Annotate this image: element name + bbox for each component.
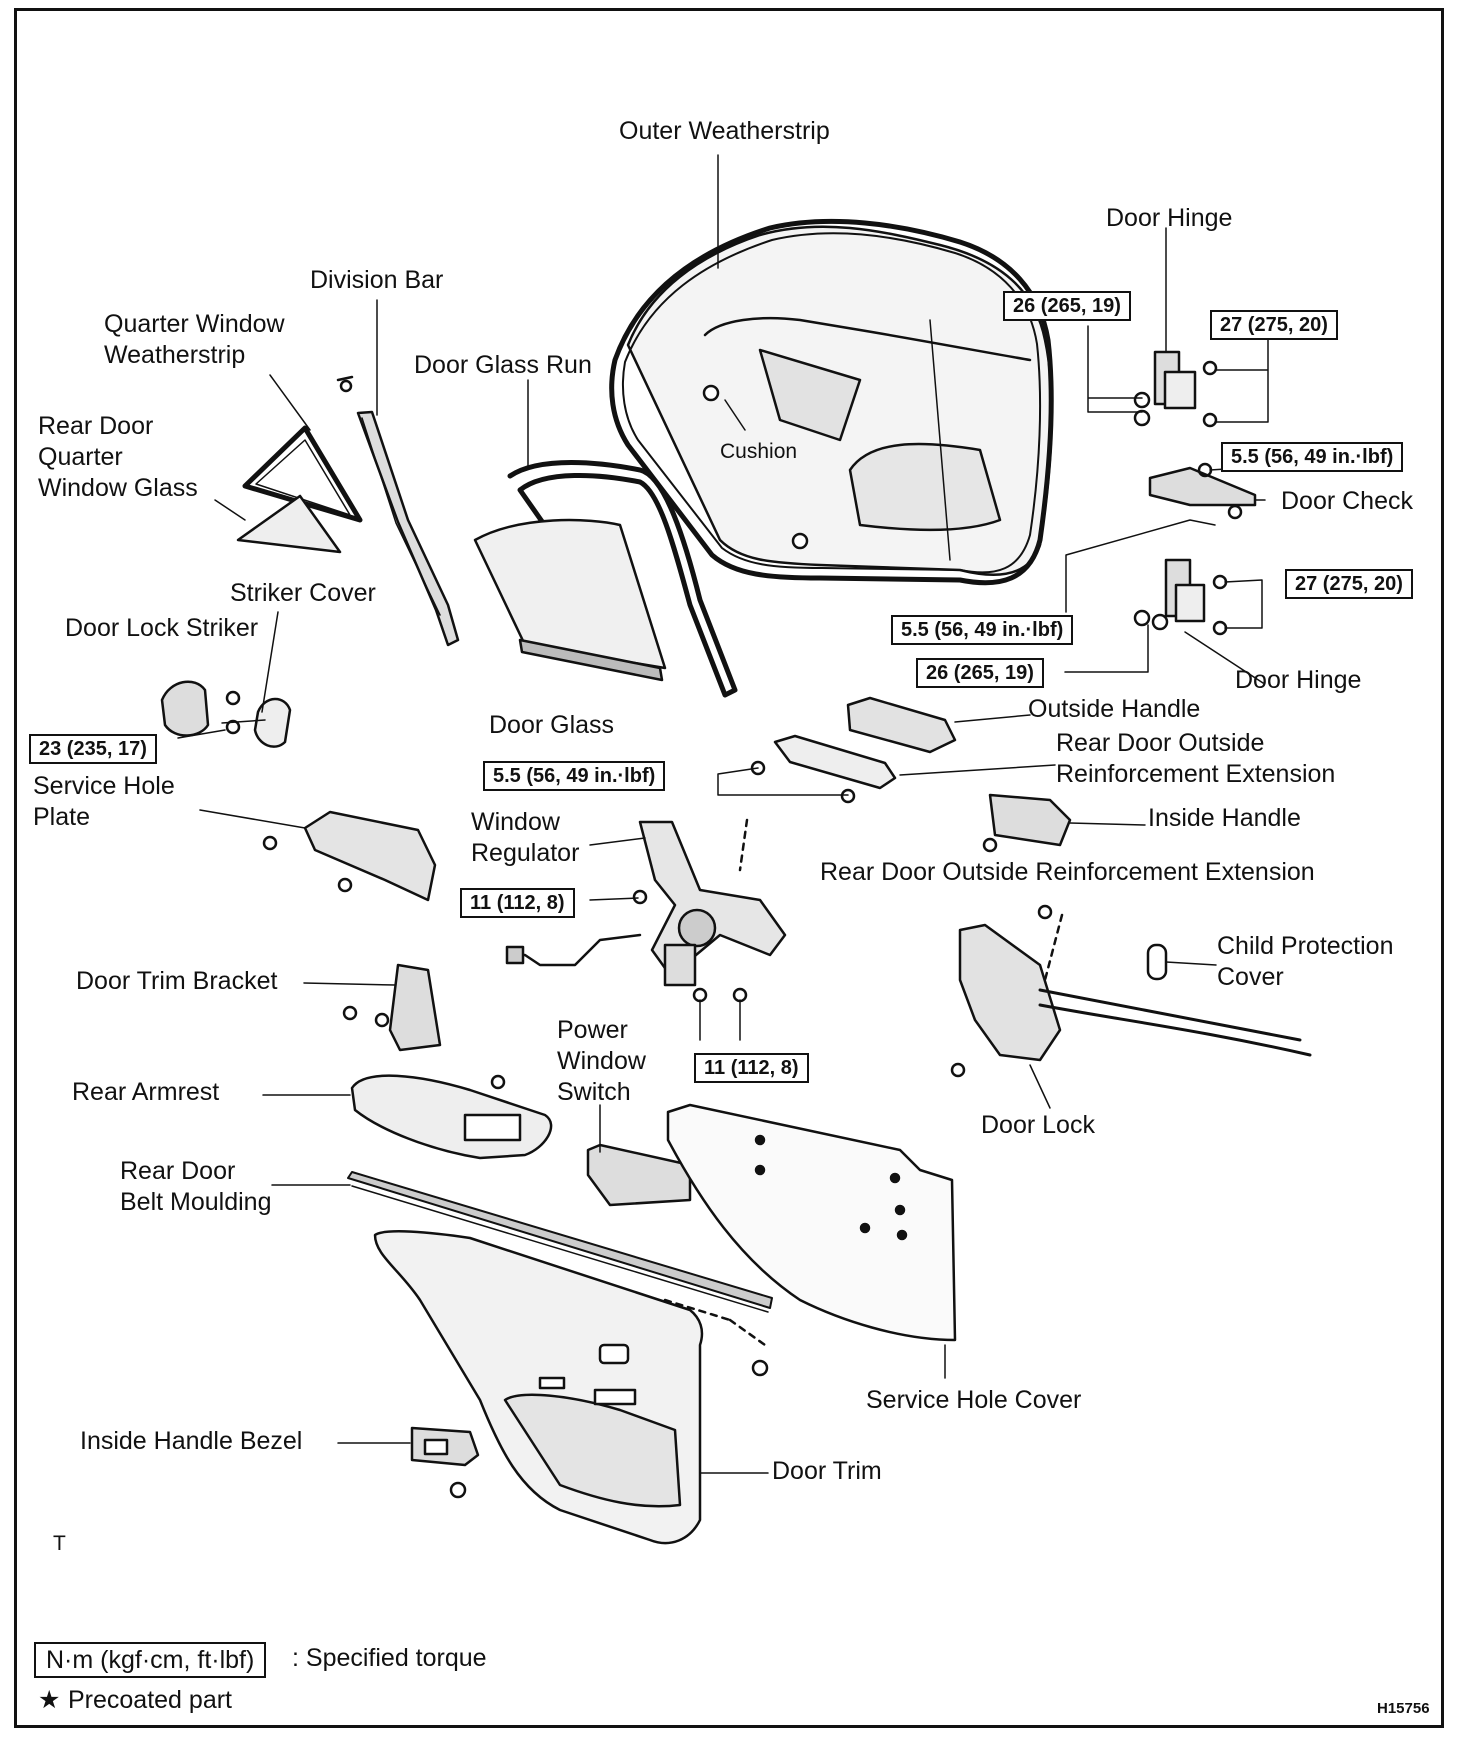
rear-door-belt-moulding-label: Rear Door Belt Moulding xyxy=(120,1157,272,1216)
door-check-label: Door Check xyxy=(1281,487,1413,515)
division-bar-drawing xyxy=(336,375,460,647)
door-lock-drawing xyxy=(950,904,1312,1078)
outside-handle-drawing xyxy=(846,696,957,754)
power-window-switch-label: Power Window Switch xyxy=(557,1016,646,1106)
torque-hinge-bottom-left: 26 (265, 19) xyxy=(916,658,1044,688)
leader-lines xyxy=(177,154,1269,1474)
inside-handle-label: Inside Handle xyxy=(1148,804,1301,832)
door-hinge-top-drawing xyxy=(1133,350,1218,428)
door-trim-bracket-label: Door Trim Bracket xyxy=(76,967,278,995)
door-lock-striker-label: Door Lock Striker xyxy=(65,614,259,642)
service-hole-cover-drawing xyxy=(666,1103,957,1342)
torque-regulator-left: 11 (112, 8) xyxy=(460,888,575,918)
door-trim-drawing xyxy=(373,1230,769,1545)
window-regulator-drawing xyxy=(505,818,787,1003)
torque-striker: 23 (235, 17) xyxy=(29,734,157,764)
child-protection-cover-drawing xyxy=(1146,943,1168,981)
service-hole-cover-label: Service Hole Cover xyxy=(866,1386,1082,1414)
outer-weatherstrip xyxy=(609,218,1054,586)
torque-hinge-bottom-right: 27 (275, 20) xyxy=(1285,569,1413,599)
outside-handle-label: Outside Handle xyxy=(1028,695,1201,723)
inside-handle-bezel-label: Inside Handle Bezel xyxy=(80,1427,303,1455)
rear-door-outside-reinforcement-extension-label-1: Rear Door Outside Reinforcement Extensio… xyxy=(1056,729,1336,788)
torque-regulator-bottom: 11 (112, 8) xyxy=(694,1053,809,1083)
door-lock-striker-drawing xyxy=(160,680,241,737)
outer-weatherstrip-label: Outer Weatherstrip xyxy=(619,117,830,145)
figure-code: H15756 xyxy=(1377,1700,1430,1717)
door-hinge-bottom-label: Door Hinge xyxy=(1235,666,1362,694)
door-hinge-bottom-drawing xyxy=(1133,558,1228,636)
striker-cover-label: Striker Cover xyxy=(230,579,376,607)
child-protection-cover-label: Child Protection Cover xyxy=(1217,932,1394,991)
rear-armrest-drawing xyxy=(350,1074,553,1160)
torque-outside-handle: 5.5 (56, 49 in.·lbf) xyxy=(483,761,666,791)
precoated-star-icon: ★ xyxy=(38,1686,61,1714)
door-glass-drawing xyxy=(473,518,667,682)
service-hole-plate-drawing xyxy=(262,810,437,902)
rear-door-outside-reinforcement-extension-drawing xyxy=(750,734,897,804)
door-trim-label: Door Trim xyxy=(772,1457,882,1485)
torque-hinge-top-left: 26 (265, 19) xyxy=(1003,291,1131,321)
inside-handle-bezel-drawing xyxy=(410,1426,480,1499)
window-regulator-label: Window Regulator xyxy=(471,808,580,867)
rear-door-quarter-window-glass-label: Rear Door Quarter Window Glass xyxy=(38,412,198,502)
inside-handle-drawing xyxy=(982,793,1072,853)
diagram-frame xyxy=(14,8,1444,1728)
division-bar-label: Division Bar xyxy=(310,266,444,294)
door-glass-label: Door Glass xyxy=(489,711,615,739)
torque-hinge-top-right: 27 (275, 20) xyxy=(1210,310,1338,340)
quarter-window-weatherstrip-label: Quarter Window Weatherstrip xyxy=(104,310,285,369)
door-lock-label: Door Lock xyxy=(981,1111,1095,1139)
legend-torque-unit-box: N·m (kgf·cm, ft·lbf) xyxy=(34,1642,267,1678)
rear-armrest-label: Rear Armrest xyxy=(72,1078,220,1106)
door-check-drawing xyxy=(1148,462,1257,520)
door-glass-run-drawing xyxy=(507,460,738,698)
legend-precoated-desc: Precoated part xyxy=(68,1686,232,1714)
cushion-lower xyxy=(791,532,809,550)
door-glass-run-label: Door Glass Run xyxy=(414,351,592,379)
door-shell xyxy=(626,225,1053,576)
torque-door-check: 5.5 (56, 49 in.·lbf) xyxy=(1221,442,1404,472)
striker-cover-drawing xyxy=(253,697,292,748)
service-hole-plate-label: Service Hole Plate xyxy=(33,772,175,831)
cushion-upper xyxy=(702,384,720,402)
cushion-label: Cushion xyxy=(720,440,798,463)
door-trim-bracket-drawing xyxy=(342,963,442,1052)
legend-torque-desc: : Specified torque xyxy=(292,1644,487,1672)
t-mark: T xyxy=(53,1532,66,1555)
rear-door-outside-reinforcement-extension-label-2: Rear Door Outside Reinforcement Extensio… xyxy=(820,858,1315,886)
door-hinge-top-label: Door Hinge xyxy=(1106,204,1233,232)
torque-door-check-lower: 5.5 (56, 49 in.·lbf) xyxy=(891,615,1074,645)
rear-door-belt-moulding-drawing xyxy=(347,1171,773,1313)
quarter-window-glass-drawing xyxy=(236,494,342,554)
